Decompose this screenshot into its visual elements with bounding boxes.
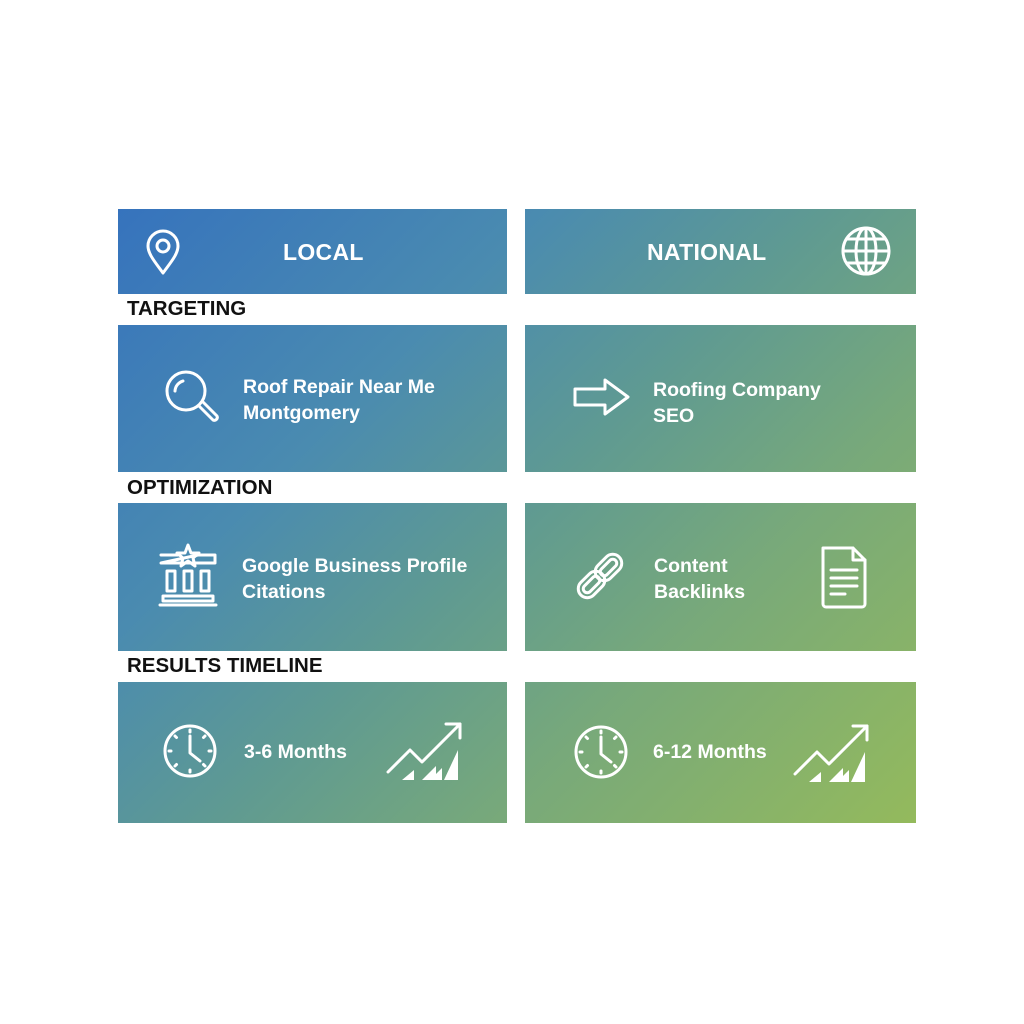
optimization-local-line2: Citations — [242, 581, 326, 603]
header-national: NATIONAL — [525, 209, 916, 294]
targeting-local-line2: Montgomery — [243, 402, 360, 424]
optimization-national-line2: Backlinks — [654, 581, 746, 603]
section-label-optimization: OPTIMIZATION — [127, 476, 273, 499]
chain-link-icon — [576, 552, 624, 600]
targeting-local-line1: Roof Repair Near Me — [243, 376, 435, 398]
optimization-national-tile: Content Backlinks — [525, 503, 916, 651]
section-label-targeting: TARGETING — [127, 297, 247, 320]
targeting-national-line1: Roofing Company — [653, 379, 821, 401]
optimization-national-text: Content Backlinks — [654, 553, 745, 605]
optimization-local-line1: Google Business Profile — [242, 555, 468, 577]
header-local: LOCAL — [118, 209, 507, 294]
document-icon — [821, 546, 867, 609]
column-title-local: LOCAL — [283, 239, 364, 265]
section-label-results-timeline: RESULTS TIMELINE — [127, 654, 323, 677]
results-national-value: 6-12 Months — [653, 741, 767, 763]
growth-chart-icon — [386, 722, 462, 780]
arrow-right-icon — [573, 378, 630, 416]
targeting-local-tile: Roof Repair Near Me Montgomery — [118, 325, 507, 472]
magnifier-icon — [165, 370, 219, 422]
clock-icon — [163, 724, 217, 778]
growth-chart-icon — [793, 724, 869, 782]
optimization-local-text: Google Business Profile Citations — [242, 553, 467, 605]
targeting-local-text: Roof Repair Near Me Montgomery — [243, 374, 435, 426]
results-local-tile: 3-6 Months — [118, 682, 507, 823]
optimization-national-line1: Content — [654, 555, 728, 577]
column-title-national: NATIONAL — [647, 239, 767, 265]
results-local-value: 3-6 Months — [244, 741, 347, 763]
map-pin-icon — [146, 229, 180, 275]
building-star-icon — [158, 543, 218, 607]
targeting-national-tile: Roofing Company SEO — [525, 325, 916, 472]
optimization-local-tile: Google Business Profile Citations — [118, 503, 507, 651]
clock-icon — [574, 725, 628, 779]
targeting-national-line2: SEO — [653, 405, 695, 427]
globe-icon — [841, 226, 891, 276]
results-national-tile: 6-12 Months — [525, 682, 916, 823]
targeting-national-text: Roofing Company SEO — [653, 377, 821, 429]
